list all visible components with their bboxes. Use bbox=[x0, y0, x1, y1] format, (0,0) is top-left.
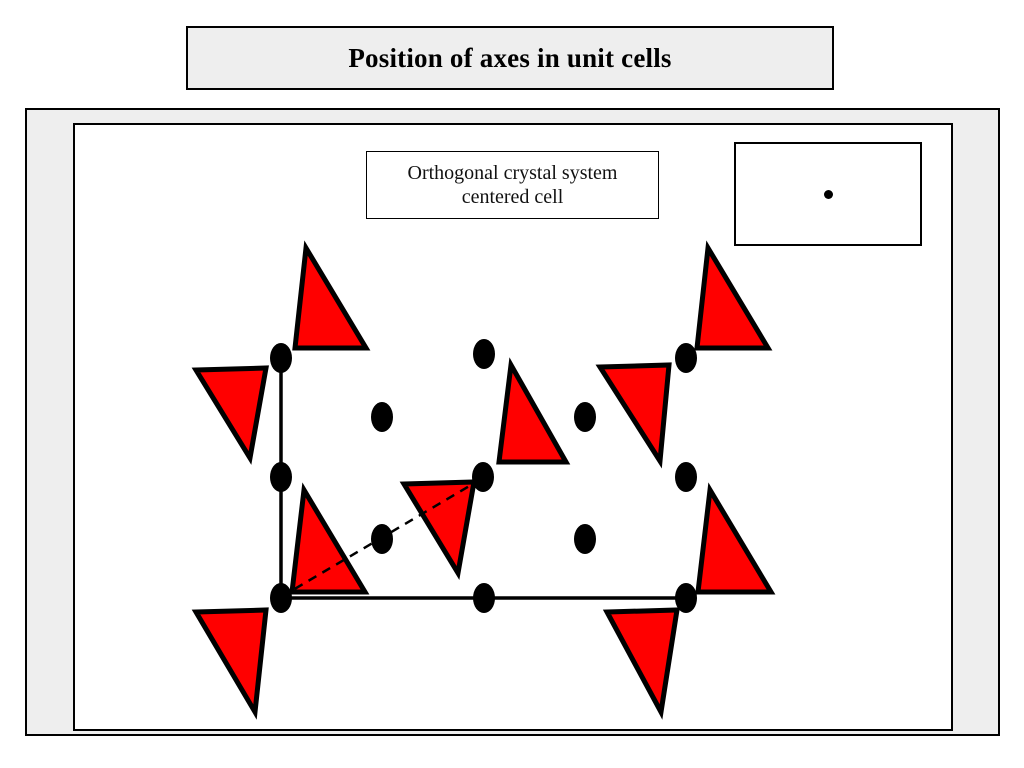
caption-line-1: Orthogonal crystal system bbox=[407, 161, 618, 184]
page-title: Position of axes in unit cells bbox=[348, 42, 672, 73]
filled-circle-dot-icon bbox=[823, 189, 833, 199]
caption-line-2: centered cell bbox=[461, 186, 564, 208]
caption-box: Orthogonal crystal system centered cell bbox=[366, 151, 659, 219]
slide-title-box: Position of axes in unit cells bbox=[186, 26, 834, 90]
legend-box bbox=[734, 142, 922, 246]
